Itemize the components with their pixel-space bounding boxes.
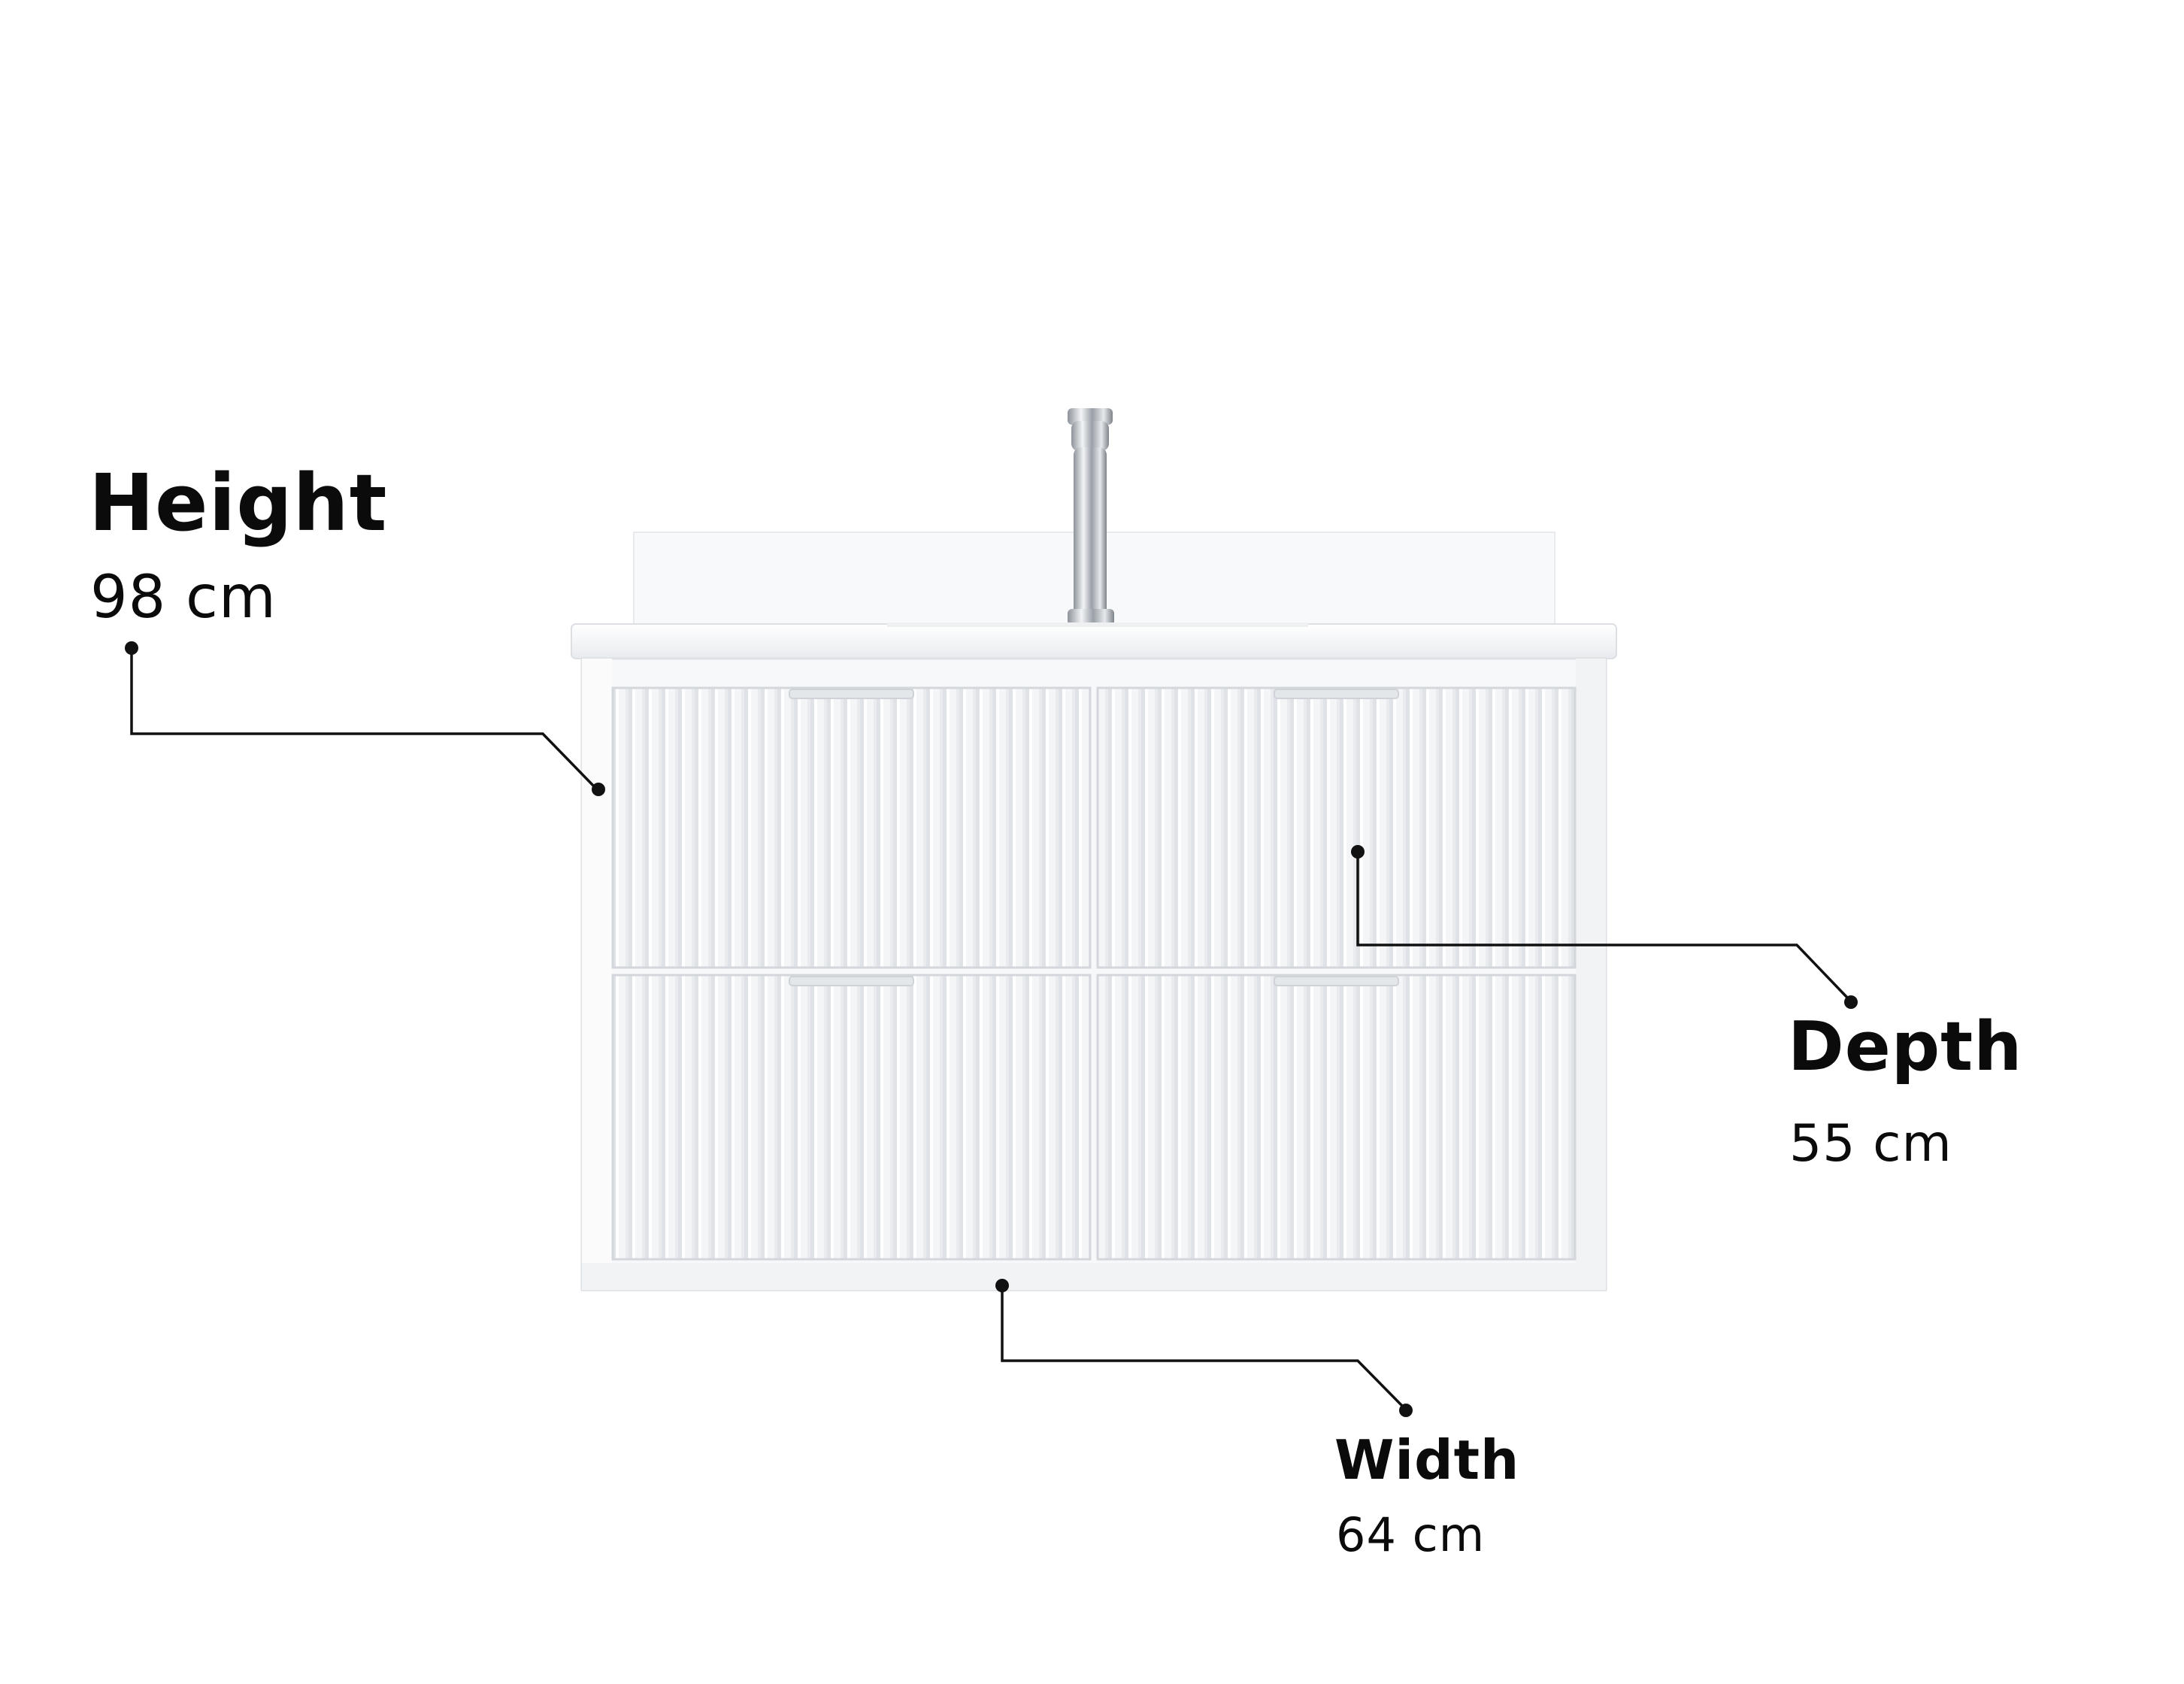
height-leader-line — [130, 648, 597, 789]
depth-value: 55 cm — [1789, 1114, 1952, 1174]
width-value: 64 cm — [1336, 1507, 1486, 1562]
width-leader-line — [1001, 1286, 1406, 1410]
drawer-bottom-right — [1096, 974, 1577, 1261]
height-value: 98 cm — [90, 564, 277, 632]
drawer-bottom-left — [611, 974, 1092, 1261]
depth-leader-line — [1356, 852, 1851, 1001]
faucet — [1068, 408, 1114, 625]
depth-leader-dot-end — [1844, 995, 1858, 1009]
width-label: Width — [1334, 1428, 1520, 1492]
countertop — [571, 623, 1617, 659]
depth-leader-dot-start — [1351, 845, 1365, 859]
width-leader-dot-start — [995, 1279, 1009, 1292]
height-label: Height — [89, 457, 388, 549]
depth-label: Depth — [1788, 1007, 2023, 1086]
height-leader-dot-end — [592, 783, 605, 796]
width-leader-dot-end — [1399, 1404, 1413, 1417]
height-leader-dot-start — [125, 641, 138, 655]
drawer-top-left — [611, 686, 1092, 969]
drawer-top-right — [1096, 686, 1577, 969]
